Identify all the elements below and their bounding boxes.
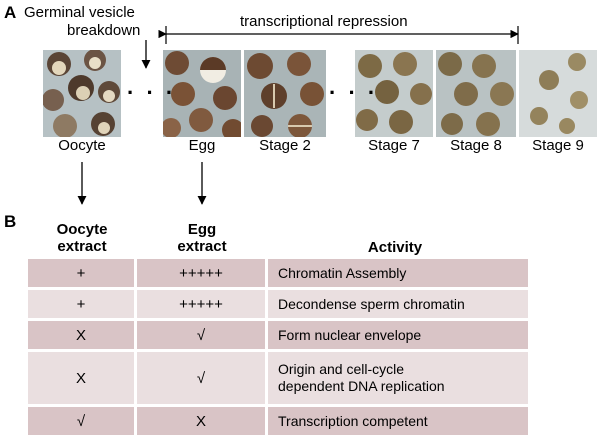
row3-egg: √ — [137, 321, 265, 349]
stage-label-stage8: Stage 8 — [450, 137, 502, 154]
header-oocyte-line1: Oocyte — [56, 221, 108, 238]
stage-label-stage9: Stage 9 — [532, 137, 584, 154]
row1-oocyte: + — [28, 259, 134, 287]
stage2-photo — [244, 50, 326, 137]
egg-photo — [163, 50, 241, 137]
gvbd-label-line2: breakdown — [67, 22, 141, 39]
header-egg-extract: Egg extract — [160, 221, 244, 255]
header-activity: Activity — [367, 239, 423, 256]
row1-egg: +++++ — [137, 259, 265, 287]
header-oocyte-extract: Oocyte extract — [40, 221, 124, 255]
stage-label-egg: Egg — [188, 137, 216, 154]
row5-egg: X — [137, 407, 265, 435]
repression-label: transcriptional repression — [240, 13, 408, 30]
panel-a-letter: A — [4, 3, 17, 22]
panel-b-letter: B — [4, 212, 17, 231]
row2-activity: Decondense sperm chromatin — [268, 290, 528, 318]
row3-activity: Form nuclear envelope — [268, 321, 528, 349]
row1-activity: Chromatin Assembly — [268, 259, 528, 287]
ellipsis-1: · · · — [127, 80, 177, 105]
row4-egg: √ — [137, 352, 265, 404]
row5-activity: Transcription competent — [268, 407, 528, 435]
row2-egg: +++++ — [137, 290, 265, 318]
stage-label-stage2: Stage 2 — [259, 137, 311, 154]
oocyte-photo — [43, 50, 121, 137]
row5-oocyte: √ — [28, 407, 134, 435]
ellipsis-2: · · · — [329, 80, 379, 105]
row4-activity-line1: Origin and cell-cycle — [278, 361, 405, 377]
row4-activity-line2: dependent DNA replication — [278, 378, 445, 394]
row2-oocyte: + — [28, 290, 134, 318]
gvbd-label-line1: Germinal vesicle — [24, 4, 135, 21]
row4-activity: Origin and cell-cycle dependent DNA repl… — [268, 352, 528, 404]
stage-label-stage7: Stage 7 — [368, 137, 420, 154]
row4-oocyte: X — [28, 352, 134, 404]
stage9-photo — [519, 50, 597, 137]
header-egg-line1: Egg — [187, 221, 217, 238]
row3-oocyte: X — [28, 321, 134, 349]
header-oocyte-line2: extract — [57, 238, 107, 255]
stage8-photo — [436, 50, 516, 137]
header-egg-line2: extract — [177, 238, 227, 255]
stage7-photo — [355, 50, 433, 137]
stage-label-oocyte: Oocyte — [58, 137, 106, 154]
